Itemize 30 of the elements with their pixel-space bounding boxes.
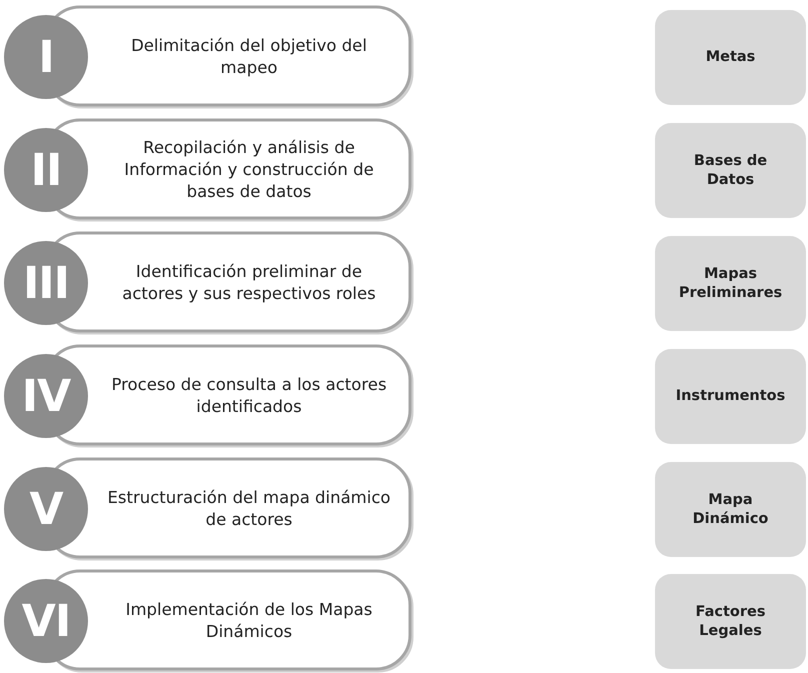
step-box — [4, 231, 416, 336]
output-label: Metas — [706, 48, 756, 67]
step-box — [4, 457, 416, 562]
roman-numeral: V — [28, 482, 64, 536]
roman-numeral: IV — [20, 370, 72, 424]
step-box — [4, 118, 416, 223]
output-label: Mapas Preliminares — [678, 264, 784, 302]
step-text: Recopilación y análisis de Información y construcción de bases de datos — [123, 136, 375, 202]
output-box — [655, 123, 806, 218]
roman-numeral: III — [22, 256, 70, 310]
output-label: Factores Legales — [694, 602, 766, 640]
output-box — [655, 462, 806, 557]
step-text: Estructuración del mapa dinámico de actores — [106, 486, 392, 530]
step-box — [4, 569, 416, 673]
step-text: Proceso de consulta a los actores identificados — [110, 374, 388, 418]
roman-numeral: II — [30, 144, 62, 198]
step-text: Identificación preliminar de actores y sus respectivos roles — [121, 260, 377, 304]
output-label: Bases de Datos — [692, 152, 768, 190]
output-box — [655, 574, 806, 669]
output-box — [655, 349, 806, 444]
roman-numeral: VI — [20, 594, 72, 648]
step-text: Implementación de los Mapas Dinámicos — [124, 598, 374, 642]
roman-numeral: I — [37, 30, 55, 84]
step-text: Delimitación del objetivo del mapeo — [130, 34, 368, 78]
output-label: Mapa Dinámico — [692, 490, 770, 528]
output-box — [655, 236, 806, 331]
output-box — [655, 10, 806, 105]
step-box — [4, 344, 416, 449]
output-label: Instrumentos — [676, 387, 786, 406]
step-box — [4, 5, 416, 110]
